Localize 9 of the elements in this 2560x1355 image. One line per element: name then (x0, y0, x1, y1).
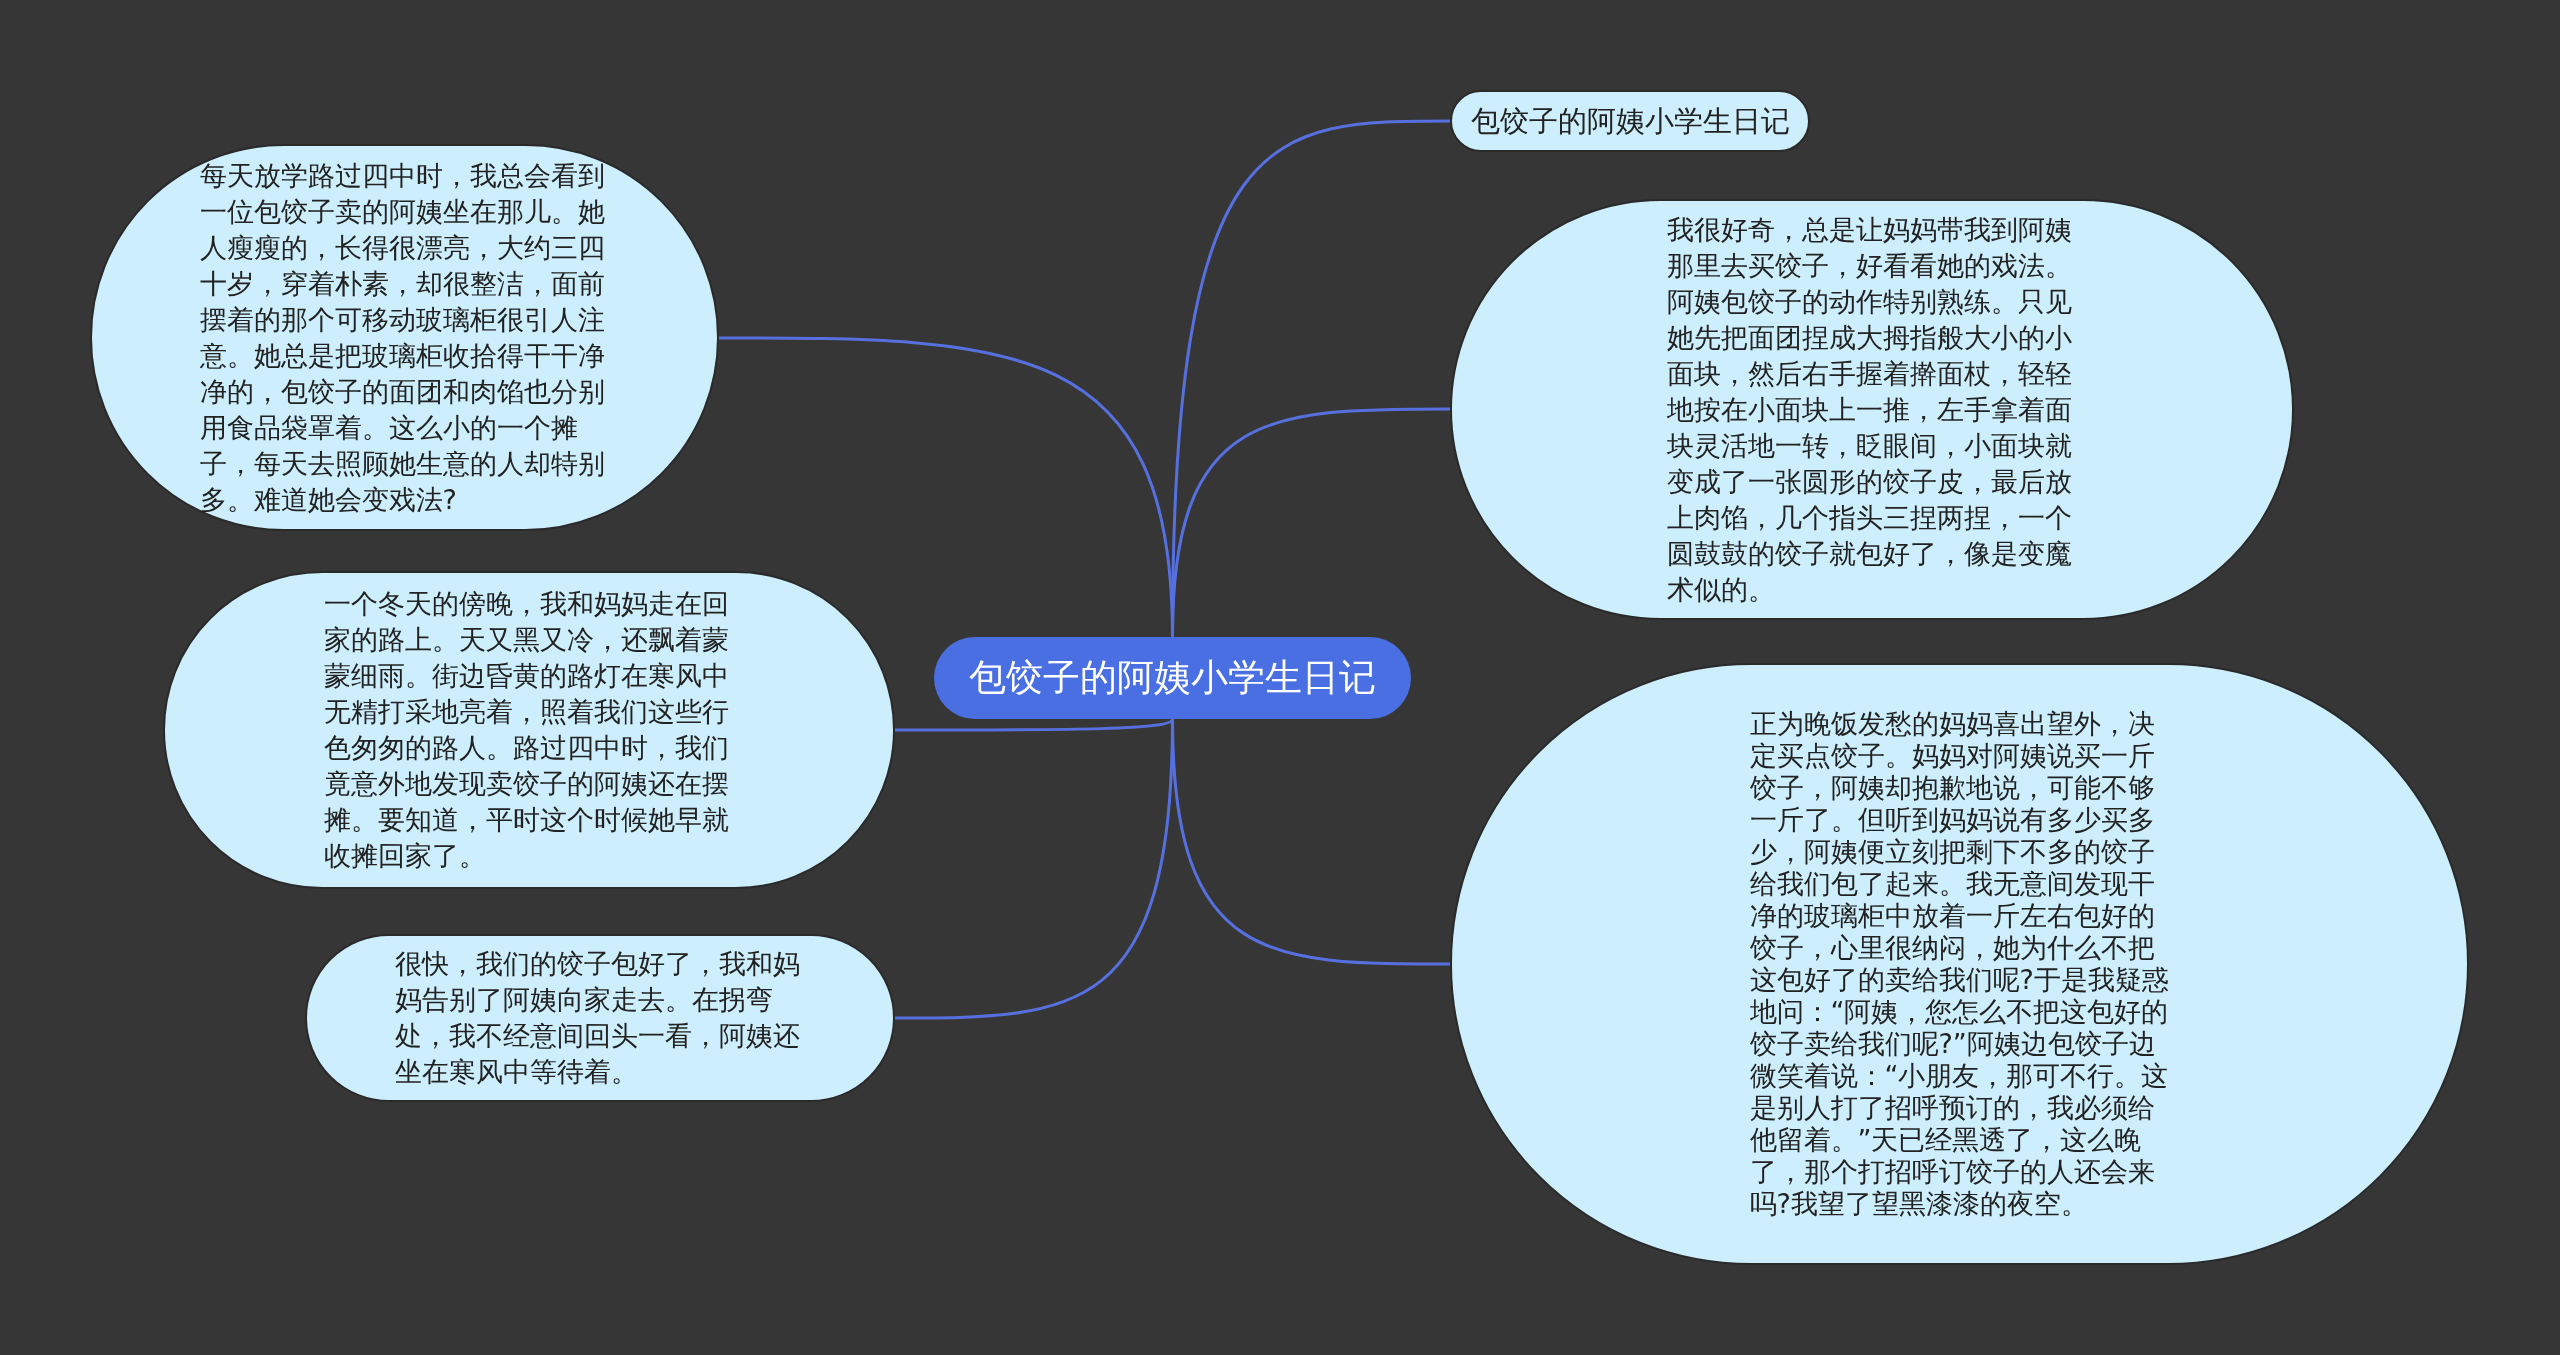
topic-text: 很快，我们的饺子包好了，我和妈妈告别了阿姨向家走去。在拐弯处，我不经意间回头一看，阿姨还坐在寒风中等待着。 (395, 947, 801, 1089)
branch-line (895, 718, 1174, 732)
branch-line (719, 336, 1174, 638)
topic-text: 每天放学路过四中时，我总会看到一位包饺子卖的阿姨坐在那儿。她人瘦瘦的，长得很漂亮，大约三四十岁，穿着朴素，却很整洁，面前摆着的那个可移动玻璃柜很引人注意。她总是把玻璃柜收拾得干干净净的，包饺子的面团和肉馅也分别用食品袋罩着。这么小的一个摊子，每天去照顾她生意的人却特别多。难道她会变戏法? (199, 158, 606, 517)
topic-text: 我很好奇，总是让妈妈带我到阿姨那里去买饺子，好看看她的戏法。阿姨包饺子的动作特别熟练。只见她先把面团捏成大拇指般大小的小面块，然后右手握着擀面杖，轻轻地按在小面块上一推，左手拿着面块灵活地一转，眨眼间，小面块就变成了一张圆形的饺子皮，最后放上肉馅，几个指头三捏两捏，一个圆鼓鼓的饺子就包好了，像是变魔术似的。 (1667, 212, 2073, 607)
topic-text: 一个冬天的傍晚，我和妈妈走在回家的路上。天又黑又冷，还飘着蒙蒙细雨。街边昏黄的路灯在寒风中无精打采地亮着，照着我们这些行色匆匆的路人。路过四中时，我们竟意外地发现卖饺子的阿姨还在摆摊。要知道，平时这个时候她早就收摊回家了。 (324, 587, 730, 873)
topic-title: 包饺子的阿姨小学生日记 (969, 656, 1376, 700)
topic-text: 正为晚饭发愁的妈妈喜出望外，决定买点饺子。妈妈对阿姨说买一斤饺子，阿姨却抱歉地说，可能不够一斤了。但听到妈妈说有多少买多少，阿姨便立刻把剩下不多的饺子给我们包了起来。我无意间发现干净的玻璃柜中放着一斤左右包好的饺子，心里很纳闷，她为什么不把这包好了的卖给我们呢?于是我疑惑地问：“阿姨，您怎么不把这包好的饺子卖给我们呢?”阿姨边包饺子边微笑着说：“小朋友，那可不行。这是别人打了招呼预订的，我必须给他留着。”天已经黑透了，这么晚了，那个打招呼订饺子的人还会来吗?我望了望黑漆漆的夜空。 (1749, 708, 2170, 1220)
topic-text: 包饺子的阿姨小学生日记 (1470, 103, 1790, 139)
